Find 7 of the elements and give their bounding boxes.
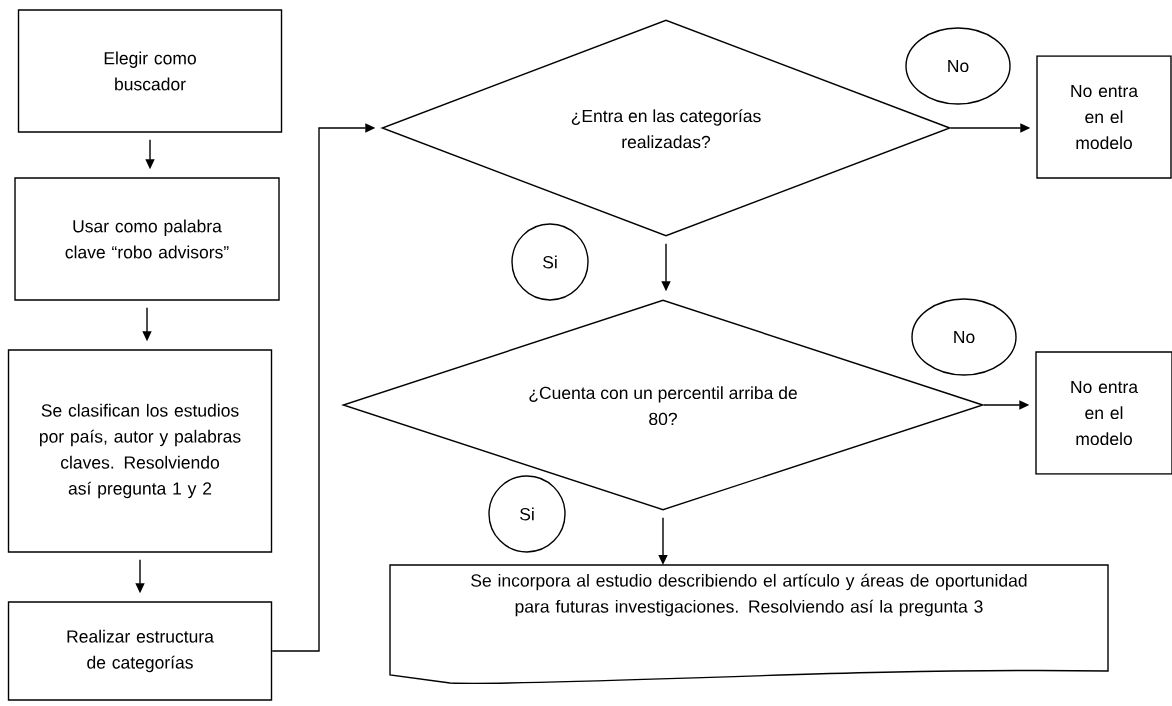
process-box: Se clasifican los estudios por país, autor y palabras claves. Resolviendo así pregunta 1 y 2: [7, 349, 273, 553]
document-box: Se incorpora al estudio describiendo el artículo y áreas de oportunidad para futuras investigaciones. Resolviendo así la pregunta 3: [389, 564, 1109, 685]
process-box: Elegir como buscador: [17, 9, 283, 133]
process-box: No entra en el modelo: [1035, 351, 1172, 475]
process-box: Realizar estructura de categorías: [7, 601, 273, 701]
process-box: Usar como palabra clave “robo advisors”: [14, 177, 280, 301]
process-box: No entra en el modelo: [1036, 55, 1172, 179]
